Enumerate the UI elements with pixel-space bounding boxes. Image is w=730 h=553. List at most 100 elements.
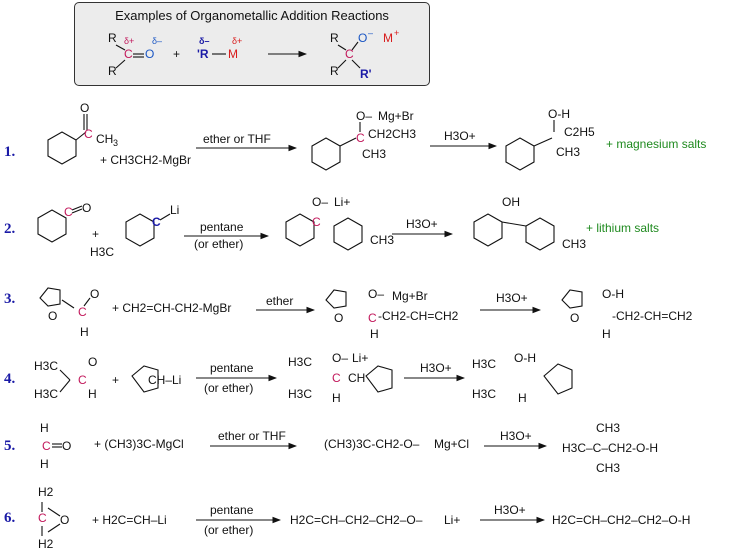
reaction-4-workup: H3O+ — [420, 361, 452, 375]
gen-plus: + — [173, 47, 180, 61]
svg-text:C: C — [38, 511, 47, 525]
reaction-6-conditions: pentane — [210, 503, 254, 517]
svg-text:C: C — [42, 439, 51, 453]
reaction-2-reagent-me: H3C — [90, 245, 114, 259]
furan-ring-icon — [39, 287, 61, 307]
svg-text:H3C: H3C — [288, 387, 312, 401]
gen-carbon: C — [124, 47, 133, 61]
reaction-5-int-text: (CH3)3C-CH2-O– — [324, 437, 420, 451]
reaction-6: 6. H2 C H2 O + H2C=CH–Li pentane (or eth… — [4, 485, 690, 551]
reaction-5-workup: H3O+ — [500, 429, 532, 443]
svg-text:O: O — [334, 311, 343, 325]
cyclopentyl-ring-icon — [543, 363, 573, 395]
svg-text:H: H — [40, 457, 49, 471]
svg-text:O: O — [48, 309, 57, 323]
svg-text:O: O — [90, 287, 99, 301]
header-box: Examples of Organometallic Addition Reac… — [74, 2, 430, 86]
svg-text:H2: H2 — [38, 485, 54, 499]
reaction-6-reagent: + H2C=CH–Li — [92, 513, 167, 527]
reaction-4-reagent: CH–Li — [148, 373, 181, 387]
reaction-1-r2: CH3 — [362, 147, 386, 161]
svg-text:C: C — [312, 215, 321, 229]
reaction-2: 2. C O + C Li H3C pentane (or ether) O– … — [4, 195, 659, 259]
gen-r-top: R — [108, 31, 117, 45]
reaction-3-o-minus: O– — [368, 287, 384, 301]
reaction-3-number: 3. — [4, 291, 16, 307]
reaction-6-number: 6. — [4, 510, 16, 526]
svg-text:H: H — [332, 391, 341, 405]
reaction-4-o-minus: O– — [332, 351, 348, 365]
aryl-ring-icon — [525, 217, 555, 251]
reaction-2-product-me: CH3 — [562, 237, 586, 251]
reaction-1-workup: H3O+ — [444, 129, 476, 143]
svg-text:H3C: H3C — [34, 387, 58, 401]
general-reaction: R δ+ δ– C O R + δ– 'R M δ+ R C O – M + R… — [108, 28, 399, 81]
svg-text:–: – — [368, 28, 373, 38]
svg-text:+: + — [92, 227, 99, 241]
reaction-5-product-text: H3C–C–CH2-O-H — [562, 441, 658, 455]
gen-metal: M — [228, 47, 238, 61]
furan-ring-icon — [325, 289, 347, 309]
header-title: Examples of Organometallic Addition Reac… — [115, 8, 389, 23]
reaction-1-o-minus: O– — [356, 109, 372, 123]
reaction-1-product-r1: C2H5 — [564, 125, 595, 139]
svg-text:O: O — [60, 513, 69, 527]
reaction-6-product-text: H2C=CH–CH2–CH2–O-H — [552, 513, 690, 527]
gen-delta-minus-2: δ– — [199, 36, 209, 46]
reaction-5-number: 5. — [4, 438, 16, 454]
reaction-1-counterion: Mg+Br — [378, 109, 414, 123]
reaction-1-conditions: ether or THF — [203, 132, 271, 146]
svg-text:O: O — [88, 355, 97, 369]
svg-text:C: C — [78, 373, 87, 387]
gen-r-bottom: R — [108, 64, 117, 78]
svg-text:CH: CH — [348, 371, 365, 385]
reaction-4: 4. H3C H3C C O H + CH–Li pentane (or eth… — [4, 351, 573, 405]
furan-ring-icon — [561, 289, 583, 309]
reaction-4-conditions2: (or ether) — [204, 381, 253, 395]
aryl-ring-icon — [333, 217, 363, 251]
reaction-2-reagent-li: Li — [170, 203, 179, 217]
svg-text:C: C — [78, 305, 87, 319]
gen-prod-o: O — [358, 31, 367, 45]
gen-prod-metal: M — [383, 31, 393, 45]
svg-text:C: C — [64, 205, 73, 219]
reaction-4-counterion: Li+ — [352, 351, 368, 365]
svg-text:C: C — [332, 371, 341, 385]
gen-delta-plus-2: δ+ — [232, 36, 242, 46]
cyclohexane-ring-icon — [473, 213, 503, 247]
reaction-2-conditions: pentane — [200, 220, 244, 234]
cyclohexanone-ring-icon — [37, 209, 67, 243]
gen-prod-carbon: C — [345, 47, 354, 61]
svg-text:C: C — [152, 215, 161, 229]
svg-text:CH: CH — [96, 132, 113, 146]
reaction-5-product-bottom: CH3 — [596, 461, 620, 475]
reaction-1-product-oh: O-H — [548, 107, 570, 121]
reaction-3-conditions: ether — [266, 294, 293, 308]
reaction-1-byproduct: + magnesium salts — [606, 137, 706, 151]
reaction-1-reagent: + CH3CH2-MgBr — [100, 153, 191, 167]
benzene-ring-icon — [311, 137, 341, 171]
reaction-2-conditions2: (or ether) — [194, 237, 243, 251]
reaction-2-counterion: Li+ — [334, 195, 350, 209]
gen-prod-r-bottom: R — [330, 64, 339, 78]
reaction-2-byproduct: + lithium salts — [586, 221, 659, 235]
gen-delta-plus: δ+ — [124, 36, 134, 46]
reaction-3-product-oh: O-H — [602, 287, 624, 301]
reaction-6-conditions2: (or ether) — [204, 523, 253, 537]
reaction-3-workup: H3O+ — [496, 291, 528, 305]
reaction-6-int-text: H2C=CH–CH2–CH2–O– — [290, 513, 423, 527]
svg-text:O: O — [570, 311, 579, 325]
svg-text:C: C — [368, 311, 377, 325]
svg-text:H: H — [518, 391, 527, 405]
benzene-ring-icon — [47, 131, 77, 165]
cyclopentyl-ring-icon — [365, 365, 393, 393]
svg-text:H: H — [80, 325, 89, 339]
reaction-4-product-oh: O-H — [514, 351, 536, 365]
reaction-2-int-me: CH3 — [370, 233, 394, 247]
svg-text:O: O — [80, 101, 89, 115]
reaction-4-number: 4. — [4, 371, 16, 387]
reaction-5-product-top: CH3 — [596, 421, 620, 435]
svg-text:H: H — [88, 387, 97, 401]
